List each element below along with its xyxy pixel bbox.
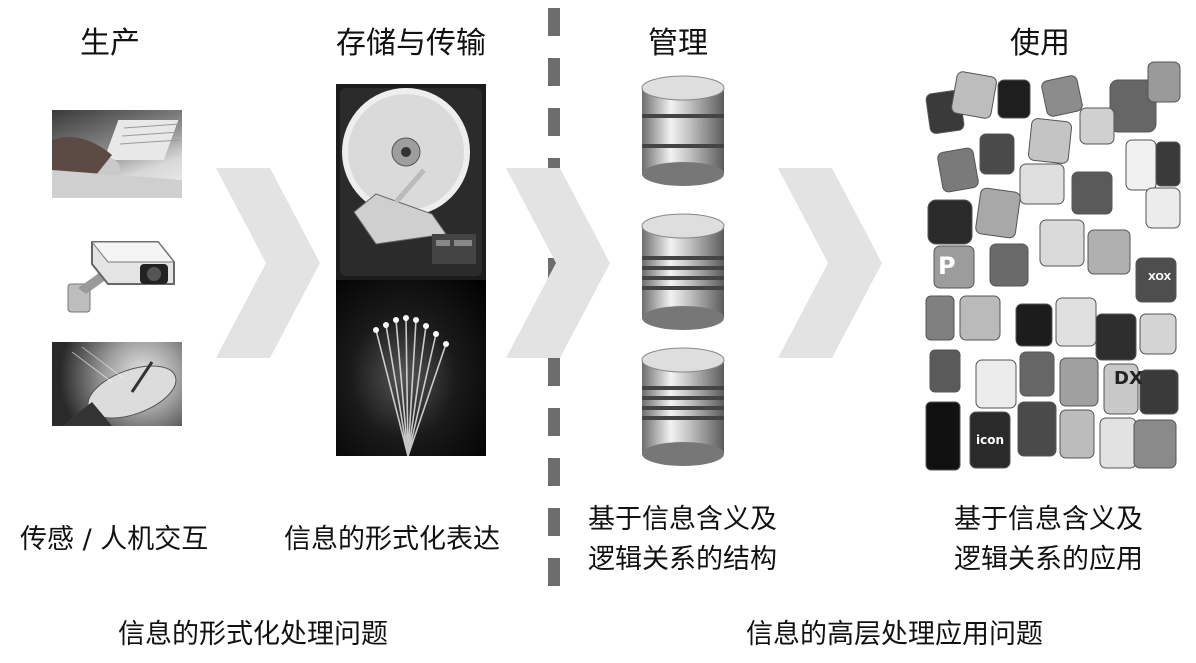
satellite-dish-photo [52,342,182,426]
arrow-management-to-usage [778,168,882,358]
app-icon-collage: DX XOX icon P [920,60,1182,472]
production-caption: 传感 / 人机交互 [20,524,209,555]
app-icon-text-p: P [938,252,956,280]
management-caption-line2: 逻辑关系的结构 [588,544,777,575]
storage-title: 存储与传输 [336,26,486,61]
management-caption-line1: 基于信息含义及 [588,504,777,535]
management-title: 管理 [648,26,708,61]
production-title: 生产 [80,26,140,61]
app-icon-text-xox: XOX [1148,272,1171,283]
footer-left-label: 信息的形式化处理问题 [118,619,388,650]
security-camera-photo [58,228,182,314]
database-icon-3 [641,347,725,466]
database-icon-2 [641,213,725,330]
usage-title: 使用 [1010,26,1070,61]
database-icon-1 [641,75,725,186]
app-icon-text-dx: DX [1114,368,1143,389]
fiber-optic-photo [336,280,486,456]
arrow-production-to-storage [216,168,320,358]
keyboard-mouse-photo [52,110,182,198]
hard-drive-photo [336,84,486,280]
footer-right-label: 信息的高层处理应用问题 [746,619,1043,650]
storage-caption: 信息的形式化表达 [284,524,500,555]
app-icon-text-icon: icon [976,433,1004,447]
usage-caption-line2: 逻辑关系的应用 [954,544,1143,575]
usage-caption-line1: 基于信息含义及 [954,504,1143,535]
arrow-storage-to-management [506,168,610,358]
